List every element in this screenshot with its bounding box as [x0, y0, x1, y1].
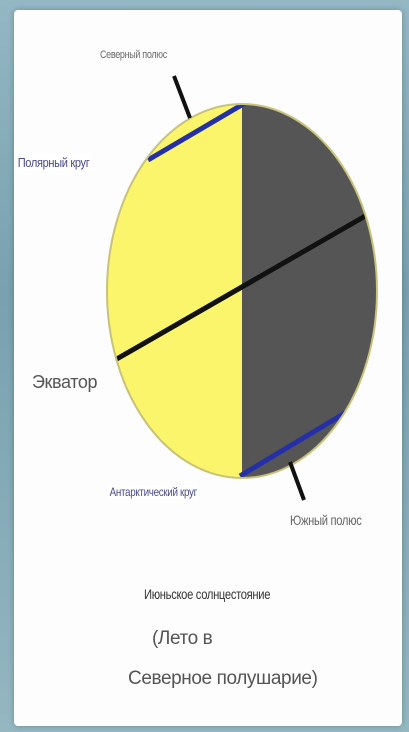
north-pole-label: Северный полюс — [100, 49, 167, 61]
earth-outline — [106, 103, 378, 479]
polar-circle-label: Полярный круг — [16, 154, 92, 171]
caption-line-2: Северное полушарие) — [128, 668, 318, 689]
night-side — [242, 104, 377, 478]
arctic-circle-line — [146, 104, 247, 163]
caption-title: Июньское солнцестояние — [144, 586, 271, 602]
antarctic-circle-label: Антарктический круг — [108, 485, 199, 499]
north-axis-stub — [172, 75, 192, 119]
equator-label: Экватор — [32, 372, 98, 392]
equator-line — [113, 212, 369, 363]
south-axis-stub — [288, 461, 306, 501]
south-pole-label: Южный полюс — [290, 512, 362, 528]
day-side — [107, 104, 242, 478]
caption-line-1: (Лето в — [152, 628, 213, 649]
antarctic-circle-line — [238, 407, 352, 478]
